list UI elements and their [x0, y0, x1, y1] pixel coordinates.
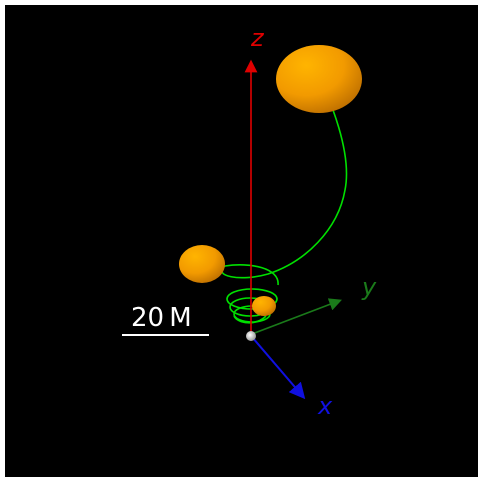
- scale-bar-label: 20 M: [131, 303, 192, 333]
- z-axis-label: z: [250, 24, 265, 52]
- x-axis: [251, 336, 306, 400]
- y-axis: [251, 298, 342, 335]
- medium-sphere: [179, 245, 225, 283]
- small-sphere: [252, 296, 276, 316]
- x-axis-label: x: [317, 392, 333, 420]
- scene-background: [5, 5, 478, 477]
- y-axis-label: y: [361, 273, 377, 301]
- origin-marker: [246, 331, 256, 341]
- large-sphere: [276, 45, 362, 113]
